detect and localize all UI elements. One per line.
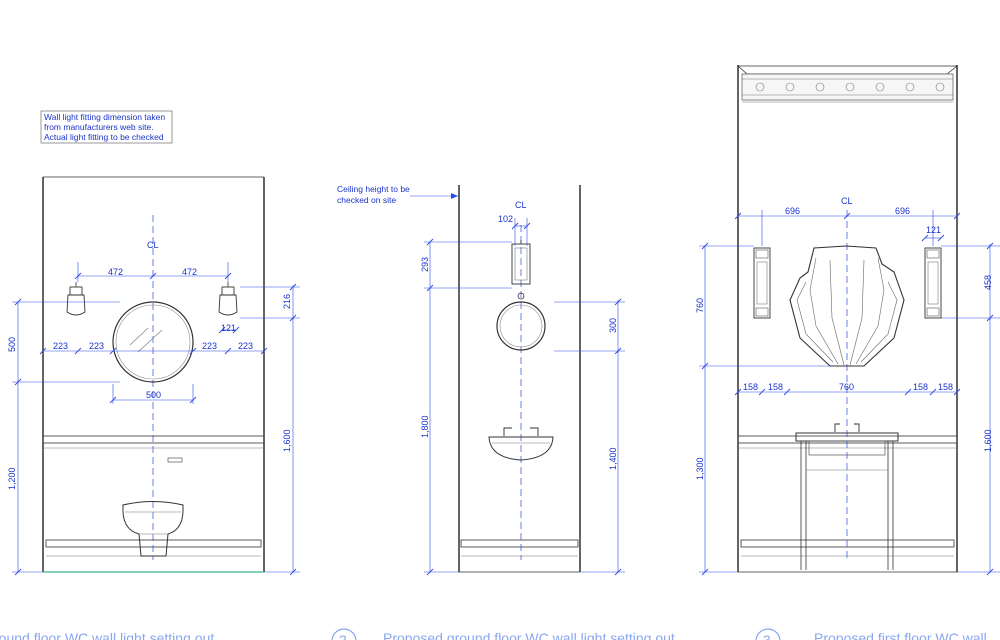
dim-121: 121 [221, 323, 236, 333]
dim-472-right: 472 [182, 267, 197, 277]
dim-158-d: 158 [938, 382, 953, 392]
dim-1300: 1,300 [695, 457, 705, 480]
wash-basin [488, 427, 554, 461]
dim-1600: 1,600 [983, 429, 993, 452]
wall-light-note-line-3: Actual light fitting to be checked [44, 132, 164, 142]
elevation-3: CL [695, 65, 1000, 640]
elevation-3-caption-number: 3 [763, 632, 771, 640]
round-mirror [112, 301, 194, 383]
dim-696-right: 696 [895, 206, 910, 216]
ceiling-note: Ceiling height to be checked on site [337, 184, 458, 205]
dim-1400: 1,400 [608, 447, 618, 470]
dim-158-c: 158 [913, 382, 928, 392]
dim-500-width: 500 [146, 390, 161, 400]
elevation-1-cl-label: CL [147, 240, 159, 250]
wall-light-right [924, 247, 942, 319]
dim-500-height: 500 [7, 337, 17, 352]
wall-light-note-line-2: from manufacturers web site. [44, 122, 154, 132]
dim-223-d: 223 [238, 341, 253, 351]
wall-light-note: Wall light fitting dimension taken from … [40, 110, 173, 144]
dim-102: 102 [498, 214, 513, 224]
dim-696-left: 696 [785, 206, 800, 216]
dim-1600: 1,600 [282, 429, 292, 452]
elevation-3-cl-label: CL [841, 196, 853, 206]
wall-light-left [753, 247, 771, 319]
dim-472-left: 472 [108, 267, 123, 277]
dim-760-height: 760 [695, 298, 705, 313]
dim-216: 216 [282, 294, 292, 309]
dim-293: 293 [420, 257, 430, 272]
dim-158-a: 158 [743, 382, 758, 392]
toilet [122, 457, 184, 557]
elevation-2-cl-label: CL [515, 200, 527, 210]
washstand [795, 423, 899, 570]
wall-light-left [66, 282, 86, 316]
dim-223-a: 223 [53, 341, 68, 351]
dim-458: 458 [983, 275, 993, 290]
dim-1200: 1,200 [7, 467, 17, 490]
cornice-frieze [737, 65, 958, 103]
dim-760-width: 760 [839, 382, 854, 392]
ceiling-note-line-2: checked on site [337, 195, 396, 205]
round-mirror [496, 292, 546, 351]
wall-light-right [218, 282, 238, 316]
wall-light-tube [511, 240, 531, 285]
elevation-2: CL 102 293 [331, 185, 675, 640]
wall-light-note-line-1: Wall light fitting dimension taken [44, 112, 165, 122]
elevation-3-caption: Proposed first floor WC wall [814, 630, 987, 640]
elevation-2-caption-number: 2 [339, 632, 347, 640]
elevation-1-caption: round floor WC wall light setting out [0, 630, 214, 640]
dim-1800: 1,800 [420, 415, 430, 438]
dim-223-b: 223 [89, 341, 104, 351]
dim-121: 121 [926, 225, 941, 235]
elevation-2-caption: Proposed ground floor WC wall light sett… [383, 630, 675, 640]
elevation-1: CL 472 [0, 176, 300, 640]
dim-300: 300 [608, 318, 618, 333]
ceiling-note-line-1: Ceiling height to be [337, 184, 410, 194]
dim-223-c: 223 [202, 341, 217, 351]
shell-mirror [789, 245, 905, 367]
dim-158-b: 158 [768, 382, 783, 392]
